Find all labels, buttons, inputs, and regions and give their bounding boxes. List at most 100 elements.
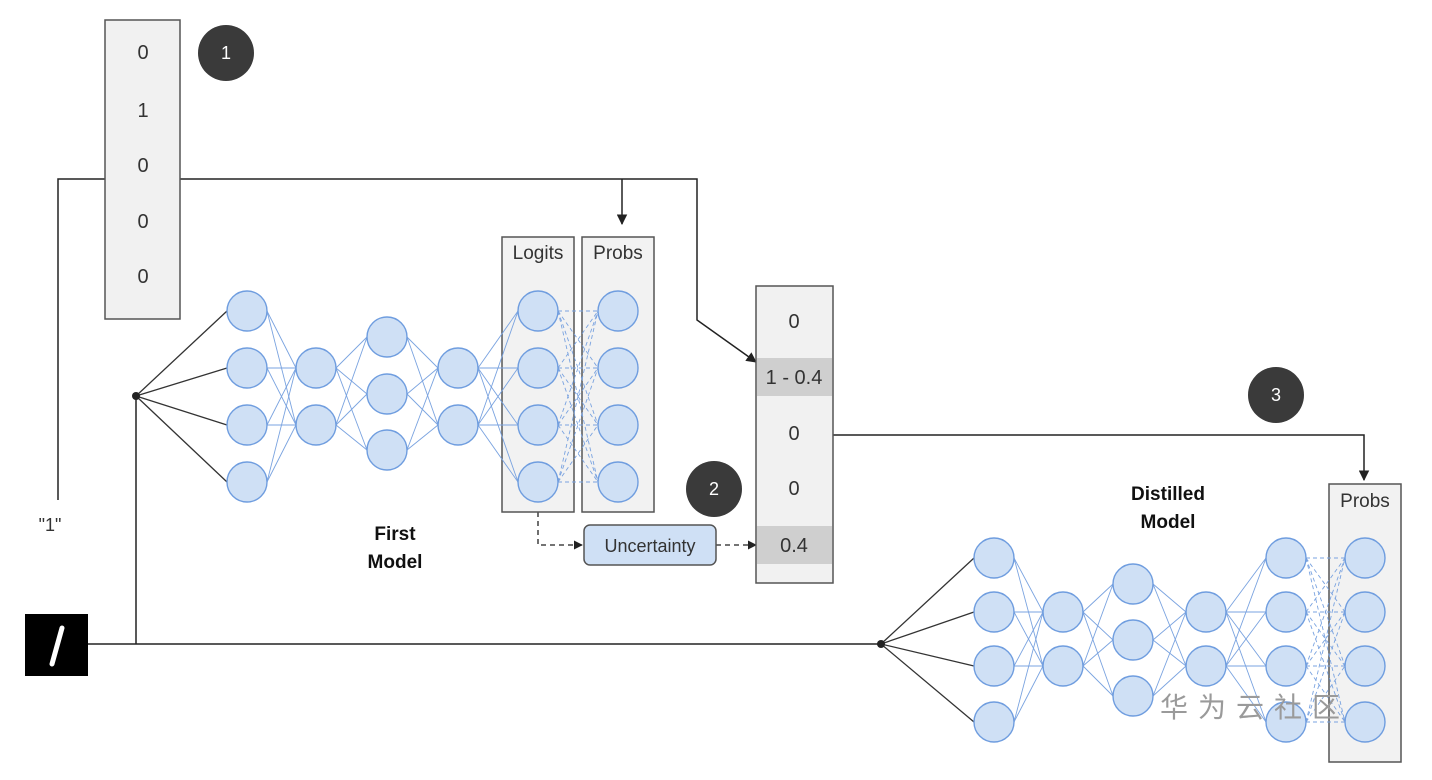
neuron-node — [1185, 591, 1227, 633]
input-edge — [135, 395, 228, 426]
neuron-node — [1344, 537, 1386, 579]
step-badge-3: 3 — [1248, 367, 1304, 423]
badge-number: 1 — [221, 43, 231, 63]
network-edge — [266, 367, 297, 426]
network-edge — [1013, 611, 1044, 723]
input-edge — [880, 643, 975, 667]
network-edge — [1225, 557, 1267, 613]
neuron-node — [1112, 619, 1154, 661]
network-edge — [1152, 611, 1187, 697]
one-hot-vector-box — [104, 19, 181, 320]
network-edge — [557, 367, 599, 483]
neuron-node — [973, 591, 1015, 633]
network-edge — [557, 310, 599, 369]
network-edge — [557, 424, 599, 483]
network-edge — [266, 367, 297, 483]
network-edge — [1152, 611, 1187, 641]
connector-lines — [57, 178, 1370, 645]
network-edge — [266, 310, 297, 369]
neuron-node — [517, 404, 559, 446]
one-hot-value: 0 — [137, 211, 148, 233]
neuron-node — [973, 645, 1015, 687]
distilled-probs-header: Probs — [1340, 491, 1390, 512]
neuron-node — [597, 347, 639, 389]
network-edge — [335, 424, 368, 451]
one-hot-value: 1 — [137, 100, 148, 122]
network-edge — [1225, 611, 1267, 667]
network-edge — [1152, 583, 1187, 613]
network-edge — [557, 424, 599, 483]
neuron-node — [1265, 591, 1307, 633]
network-edges — [135, 310, 599, 483]
one-hot-value: 0 — [137, 155, 148, 177]
neuron-node — [1344, 591, 1386, 633]
neuron-node — [295, 347, 337, 389]
soft-target-line — [833, 434, 1370, 482]
network-edge — [335, 336, 368, 369]
network-edge — [557, 310, 599, 426]
neuron-node — [597, 404, 639, 446]
neuron-node — [1112, 675, 1154, 717]
label-line-left — [57, 178, 105, 500]
soft-target-vector: 0 1 - 0.4 0 0 0.4 — [755, 285, 834, 584]
neuron-node — [1042, 591, 1084, 633]
neuron-node — [1112, 563, 1154, 605]
soft-target-value: 0 — [788, 423, 799, 445]
true-label-text: "1" — [39, 515, 62, 535]
badge-number: 2 — [709, 479, 719, 499]
neuron-node — [517, 290, 559, 332]
one-hot-value: 0 — [137, 42, 148, 64]
neuron-node — [973, 701, 1015, 743]
neuron-node — [1344, 645, 1386, 687]
neuron-node — [366, 373, 408, 415]
network-edge — [1082, 611, 1114, 697]
neuron-node — [1265, 701, 1307, 743]
neuron-node — [1344, 701, 1386, 743]
network-edges — [880, 557, 1346, 723]
network-edge — [1013, 611, 1044, 667]
network-edge — [406, 367, 439, 451]
network-edge — [1225, 611, 1267, 723]
neuron-node — [1265, 645, 1307, 687]
network-edge — [1225, 557, 1267, 667]
network-edge — [266, 424, 297, 483]
soft-target-highlight — [757, 358, 832, 396]
network-edge — [557, 310, 599, 426]
network-edge — [557, 367, 599, 483]
neuron-node — [295, 404, 337, 446]
soft-target-value: 1 - 0.4 — [766, 367, 823, 389]
network-edge — [1225, 665, 1267, 723]
network-edge — [477, 310, 519, 369]
network-edge — [1082, 583, 1114, 613]
network-edge — [1152, 665, 1187, 697]
network-edge — [477, 424, 519, 483]
network-nodes — [226, 290, 639, 503]
input-edge — [135, 310, 228, 397]
uncertainty-label: Uncertainty — [604, 536, 695, 556]
network-edge — [477, 310, 519, 426]
network-edge — [406, 367, 439, 395]
network-edge — [1305, 557, 1346, 667]
step-badge-1: 1 — [198, 25, 254, 81]
uncertainty-path — [537, 512, 757, 550]
input-edge — [880, 643, 975, 723]
neuron-node — [597, 290, 639, 332]
logits-to-uncertainty-line — [537, 512, 583, 550]
network-edge — [557, 367, 599, 426]
neuron-node — [226, 404, 268, 446]
one-hot-value: 0 — [137, 266, 148, 288]
neuron-node — [597, 461, 639, 503]
input-edge — [880, 557, 975, 645]
uncertainty-box: Uncertainty — [583, 524, 717, 566]
network-edge — [477, 367, 519, 426]
network-edge — [1305, 611, 1346, 723]
soft-target-highlight — [757, 526, 832, 564]
neuron-node — [973, 537, 1015, 579]
first-model-network — [135, 290, 639, 503]
network-edge — [335, 336, 368, 426]
network-edge — [557, 310, 599, 369]
input-digit-image — [25, 614, 88, 676]
neuron-node — [366, 316, 408, 358]
one-hot-vector: 0 1 0 0 0 — [104, 19, 181, 320]
neuron-node — [517, 461, 559, 503]
